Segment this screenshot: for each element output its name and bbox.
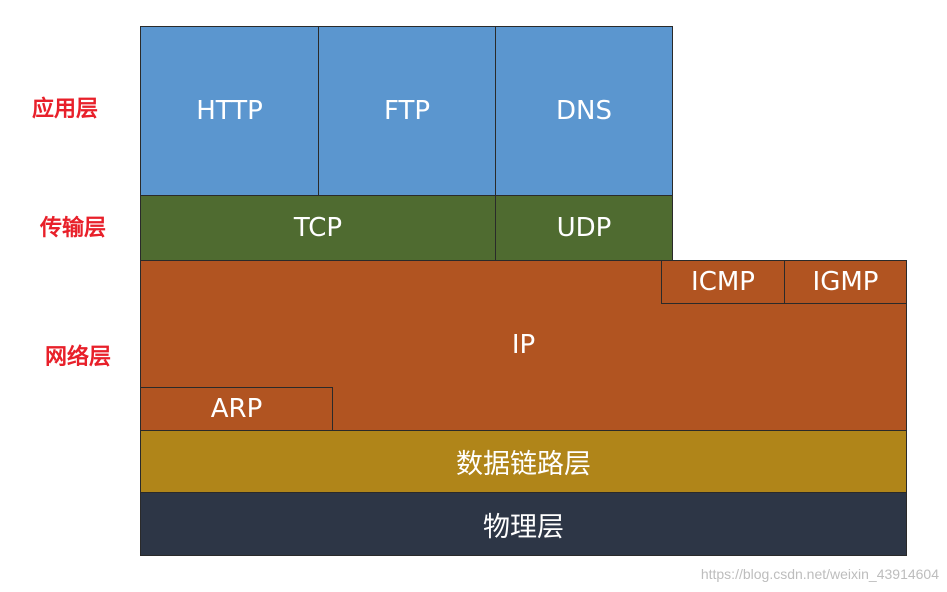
physical-block: 物理层 (140, 492, 907, 556)
dns-block: DNS (495, 26, 673, 196)
http-block: HTTP (140, 26, 319, 196)
arp-block: ARP (140, 387, 333, 431)
arp-label: ARP (210, 394, 263, 424)
dns-label: DNS (556, 96, 612, 126)
application-layer-label: 应用层 (32, 97, 99, 122)
transport-layer-label: 传输层 (40, 216, 107, 241)
physical-label: 物理层 (483, 511, 564, 543)
network-layer-label: 网络层 (45, 345, 112, 370)
ftp-label: FTP (383, 96, 431, 126)
udp-label: UDP (556, 213, 612, 243)
icmp-block: ICMP (661, 260, 785, 304)
ip-label: IP (511, 329, 536, 360)
data-link-label: 数据链路层 (456, 449, 591, 480)
igmp-label: IGMP (812, 267, 879, 297)
igmp-block: IGMP (784, 260, 907, 304)
udp-block: UDP (495, 195, 673, 261)
ftp-block: FTP (318, 26, 496, 196)
http-label: HTTP (196, 96, 263, 126)
tcp-block: TCP (140, 195, 496, 261)
watermark-text: https://blog.csdn.net/weixin_43914604 (700, 566, 939, 582)
tcp-label: TCP (293, 213, 343, 243)
data-link-block: 数据链路层 (140, 430, 907, 493)
icmp-label: ICMP (691, 267, 755, 297)
